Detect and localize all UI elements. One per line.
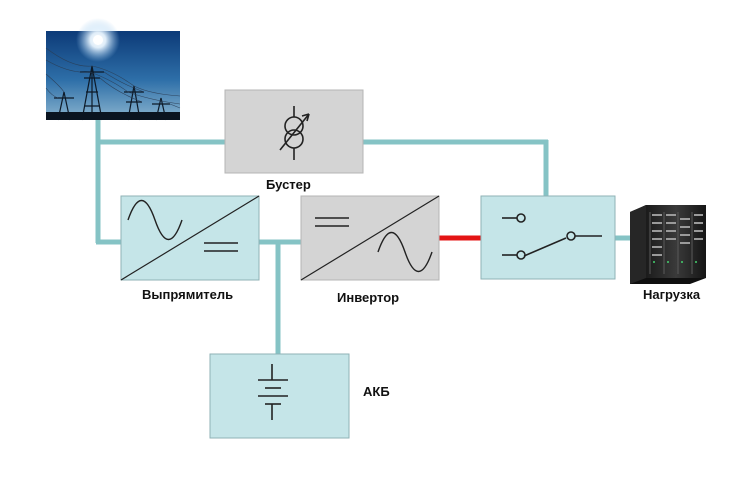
ac-sine-icon — [127, 200, 183, 240]
switch-icon — [502, 213, 602, 260]
inverter-block — [300, 195, 440, 281]
ac-sine-icon — [377, 232, 433, 272]
transformer-icon — [279, 106, 310, 160]
dc-symbol-icon — [204, 242, 238, 252]
load-label: Нагрузка — [643, 287, 701, 302]
battery-block — [209, 353, 350, 439]
booster-label: Бустер — [266, 177, 311, 192]
connection-lines — [95, 118, 630, 355]
inverter-label: Инвертор — [337, 290, 400, 305]
rectifier-block — [120, 195, 260, 281]
rectifier-label: Выпрямитель — [142, 287, 234, 302]
battery-icon — [258, 364, 288, 420]
power-source-photo — [45, 18, 181, 121]
dc-symbol-icon — [315, 217, 349, 227]
booster-block — [224, 89, 364, 174]
battery-label: АКБ — [363, 384, 390, 399]
static-switch-block — [480, 195, 616, 280]
server-rack-icon — [630, 205, 706, 284]
